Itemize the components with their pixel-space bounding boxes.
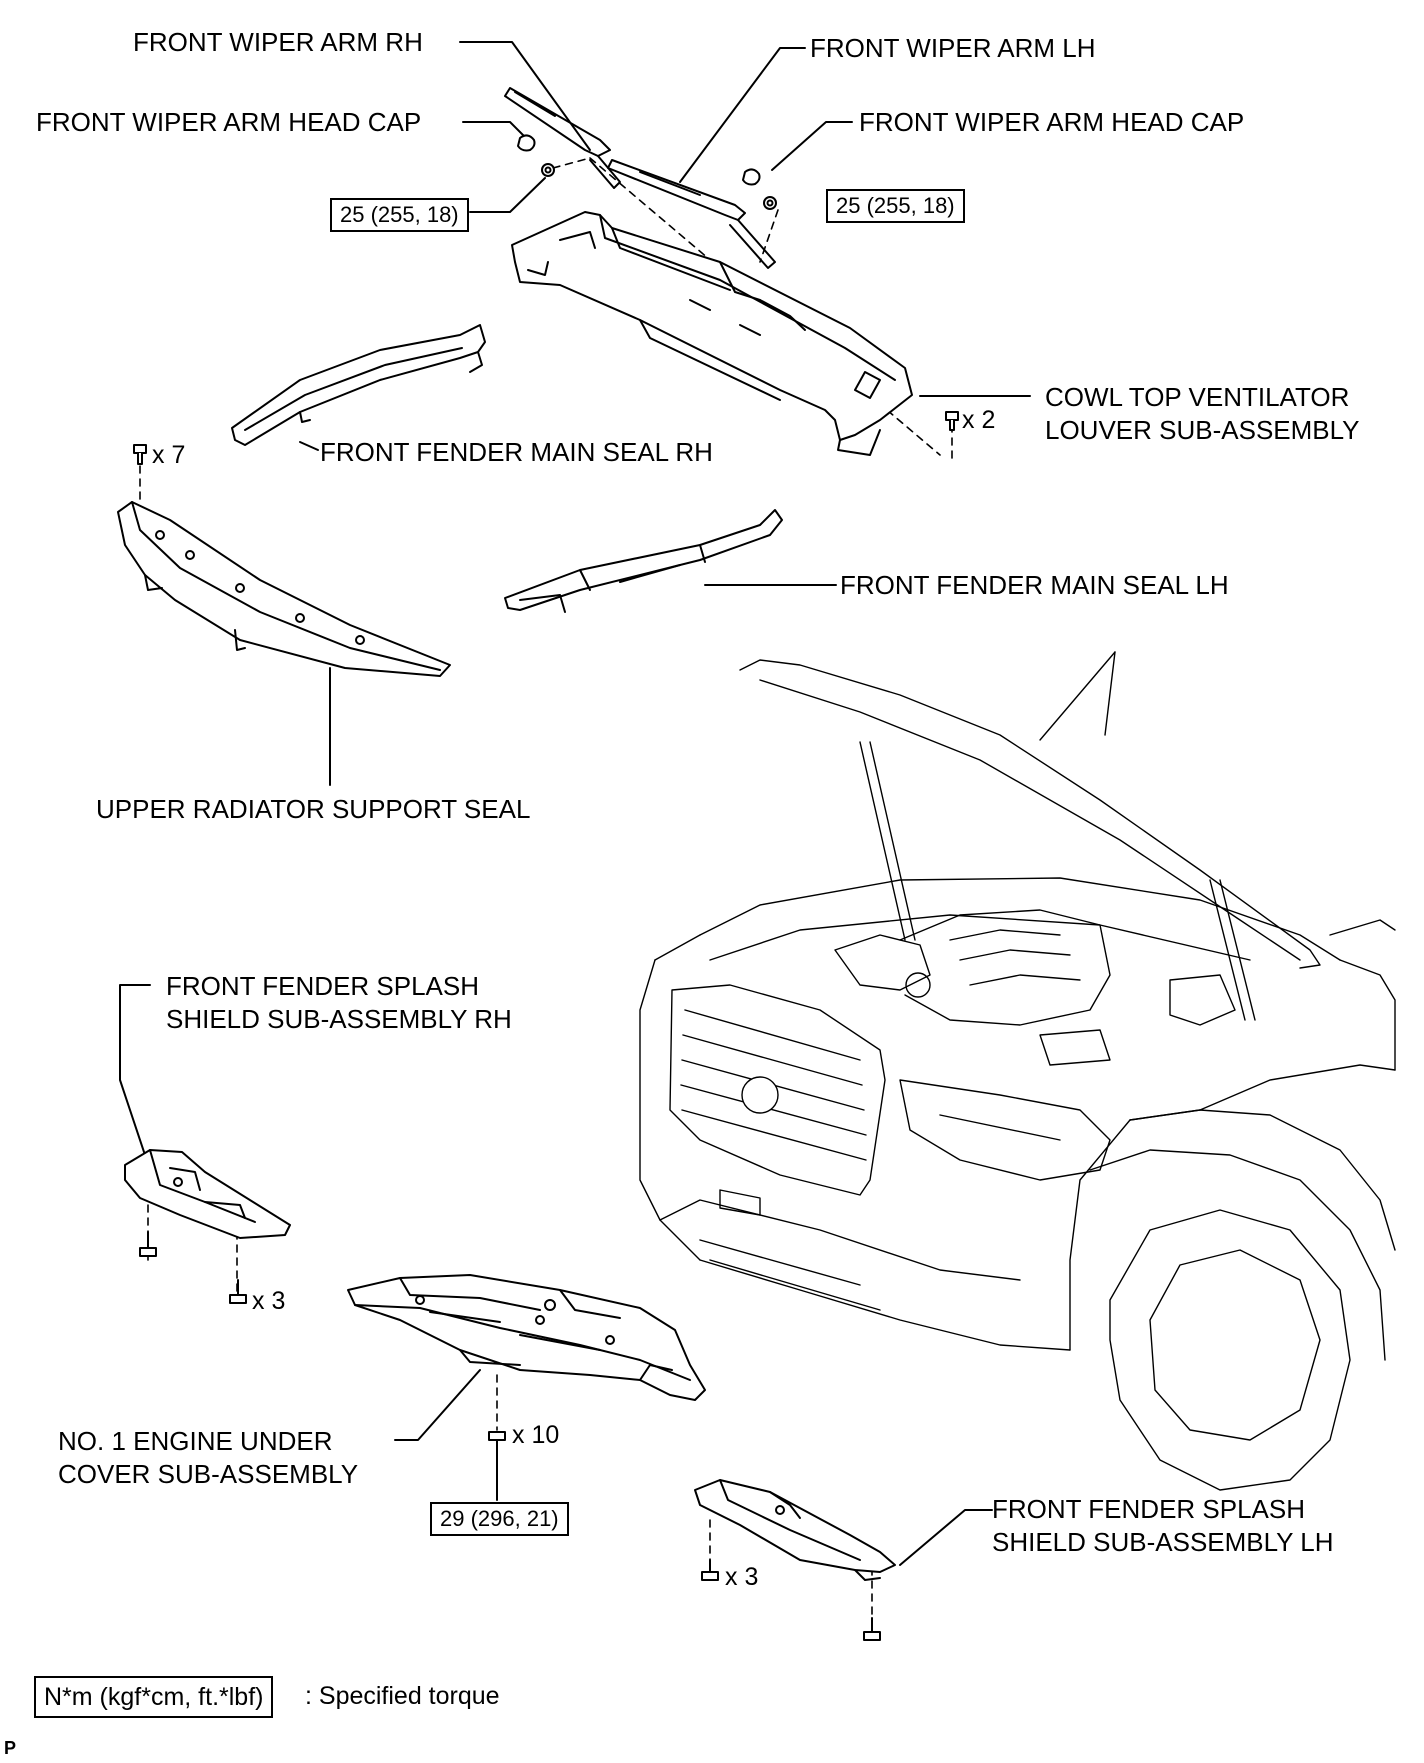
label-splash-shield-rh-line2: SHIELD SUB-ASSEMBLY RH	[166, 1004, 512, 1034]
front-fender-main-seal-rh	[231, 324, 486, 446]
upper-radiator-support-seal	[117, 501, 451, 677]
corner-mark: P	[4, 1738, 17, 1758]
label-front-fender-main-seal-lh: FRONT FENDER MAIN SEAL LH	[840, 570, 1229, 600]
label-front-wiper-arm-head-cap-rh: FRONT WIPER ARM HEAD CAP	[36, 107, 422, 137]
torque-box-wiper-lh: 25 (255, 18)	[826, 189, 965, 223]
torque-box-wiper-rh: 25 (255, 18)	[330, 198, 469, 232]
qty-cowl-clips: x 2	[962, 406, 996, 434]
front-fender-splash-shield-rh	[124, 1149, 291, 1239]
label-cowl-top-ventilator-line1: COWL TOP VENTILATOR	[1045, 382, 1350, 412]
nut-rh-icon	[541, 163, 555, 177]
front-fender-main-seal-lh	[504, 509, 783, 613]
fasteners	[133, 411, 959, 1641]
screw-icon	[863, 1617, 881, 1641]
qty-under-cover-bolts: x 10	[512, 1421, 560, 1449]
label-front-wiper-arm-rh: FRONT WIPER ARM RH	[133, 27, 423, 57]
legend-torque-unit-box: N*m (kgf*cm, ft.*lbf)	[34, 1676, 274, 1718]
legend-torque-description: : Specified torque	[305, 1682, 500, 1710]
qty-splash-rh-screws: x 3	[252, 1287, 286, 1315]
qty-radiator-clips: x 7	[152, 441, 186, 469]
head-cap-rh-icon	[517, 134, 536, 152]
label-engine-under-cover-line1: NO. 1 ENGINE UNDER	[58, 1426, 333, 1456]
label-front-wiper-arm-lh: FRONT WIPER ARM LH	[810, 33, 1096, 63]
cowl-top-ventilator-louver	[511, 211, 913, 456]
front-wiper-arm-lh	[607, 159, 776, 269]
no-1-engine-under-cover	[347, 1274, 706, 1401]
leader-lines	[119, 41, 1031, 1566]
head-cap-lh-icon	[742, 168, 761, 186]
bolt-icon	[488, 1431, 506, 1456]
label-splash-shield-lh-line2: SHIELD SUB-ASSEMBLY LH	[992, 1527, 1334, 1557]
label-front-wiper-arm-head-cap-lh: FRONT WIPER ARM HEAD CAP	[859, 107, 1245, 137]
vehicle-front-view	[639, 651, 1396, 1491]
screw-icon	[701, 1559, 719, 1581]
qty-splash-lh-screws: x 3	[725, 1563, 759, 1591]
label-splash-shield-lh-line1: FRONT FENDER SPLASH	[992, 1494, 1306, 1524]
screw-icon	[139, 1231, 157, 1257]
label-engine-under-cover-line2: COVER SUB-ASSEMBLY	[58, 1459, 359, 1489]
nut-lh-icon	[763, 196, 777, 210]
clip-icon	[133, 444, 147, 465]
torque-box-under-cover: 29 (296, 21)	[430, 1502, 569, 1536]
label-front-fender-main-seal-rh: FRONT FENDER MAIN SEAL RH	[320, 437, 713, 467]
label-cowl-top-ventilator-line2: LOUVER SUB-ASSEMBLY	[1045, 415, 1360, 445]
label-upper-radiator-support-seal: UPPER RADIATOR SUPPORT SEAL	[96, 794, 531, 824]
front-fender-splash-shield-lh	[694, 1479, 896, 1581]
screw-icon	[229, 1279, 247, 1304]
clip-icon	[945, 411, 959, 431]
label-splash-shield-rh-line1: FRONT FENDER SPLASH	[166, 971, 480, 1001]
